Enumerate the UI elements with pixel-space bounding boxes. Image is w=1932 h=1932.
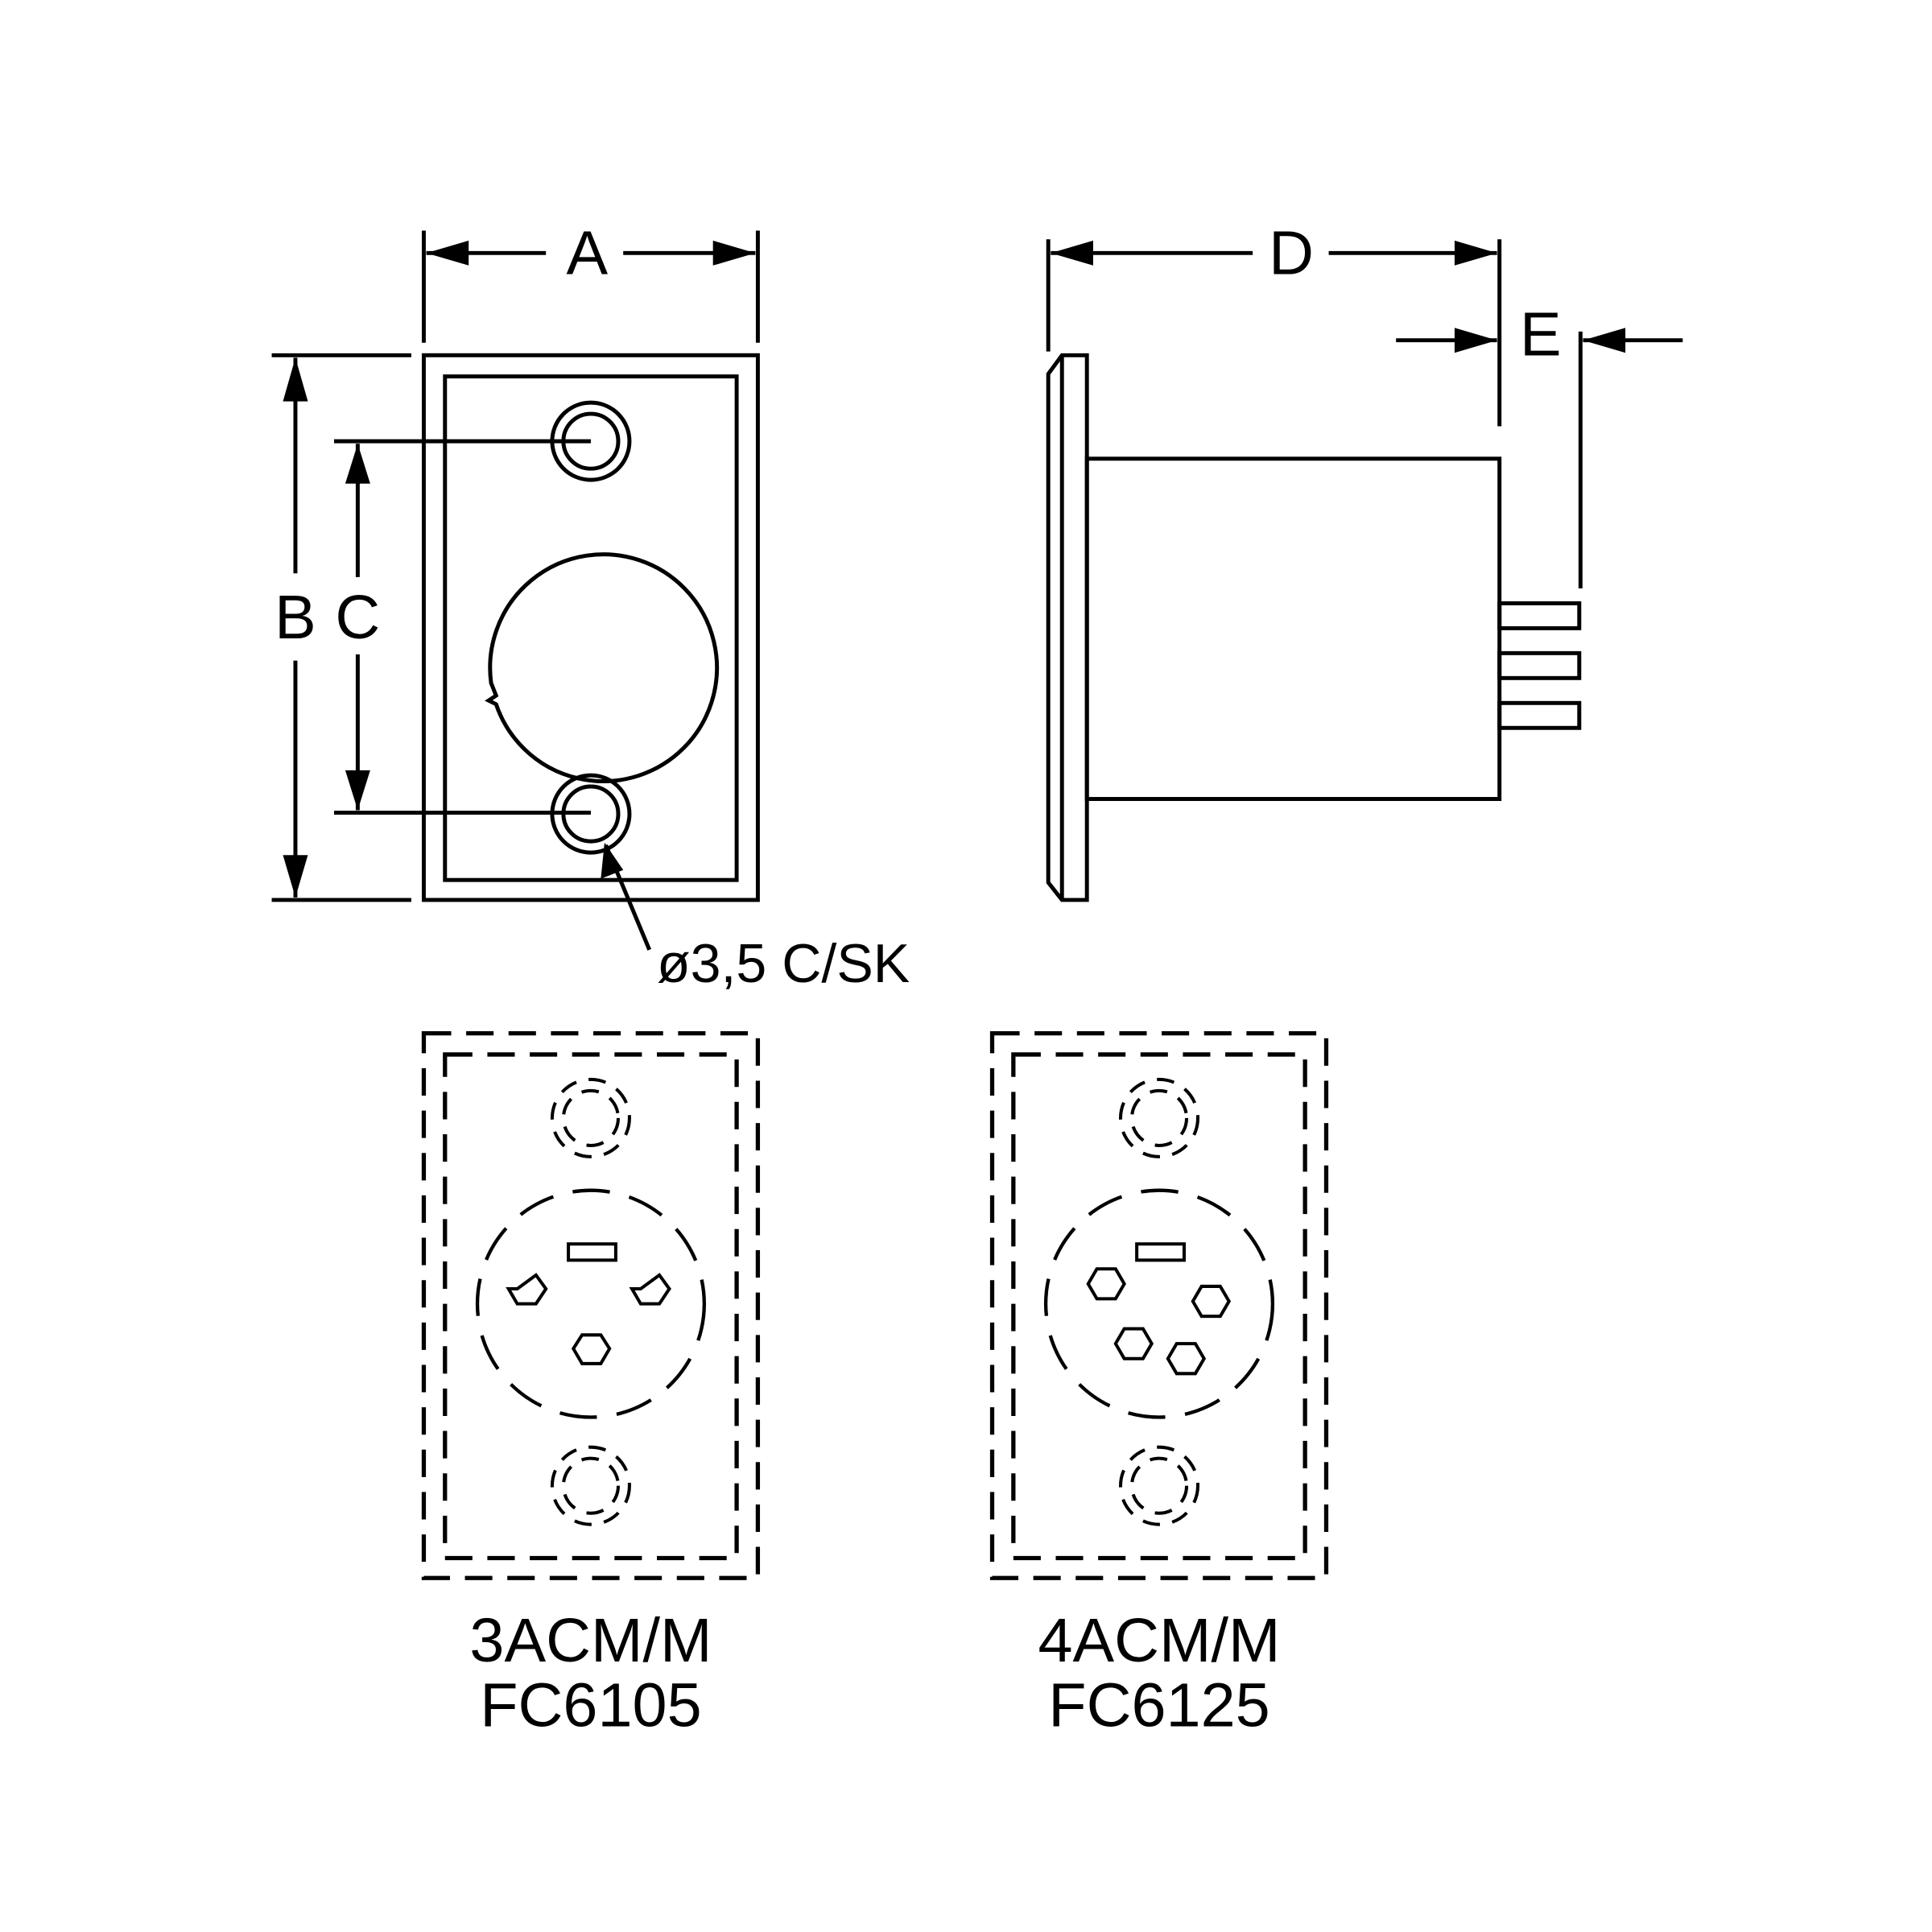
side-flange [1046,353,1089,902]
variant-4pin-model: 4ACM/M [1038,1606,1280,1675]
label-b: B [275,583,316,652]
variant-4pin-plate-outer [989,1030,1329,1580]
variant-3pin-latch-key [567,1242,617,1262]
hole-note-text: ø3,5 C/SK [657,933,910,994]
connector-opening [485,552,720,783]
mounting-hole-top [550,400,632,482]
variant-3pin-connector-outline [475,1188,707,1419]
side-view: D E [1046,219,1683,902]
variant-3pin-code: FC6105 [480,1671,701,1740]
variant-4pin-connector-outline [1043,1188,1275,1419]
dimension-d: D [1046,219,1502,427]
variant-3pin: 3ACM/M FC6105 [421,1030,761,1740]
variant-3pin-hole-top [550,1077,631,1158]
variant-4pin-pin-3 [1113,1327,1154,1360]
dimension-e: E [1396,299,1683,588]
dimension-b: B [271,353,411,902]
label-d: D [1269,219,1314,288]
mounting-hole-bottom [550,773,632,855]
variant-4pin-pin-2 [1191,1284,1232,1319]
variant-3pin-plate-inner [443,1052,739,1561]
variant-4pin: 4ACM/M FC6125 [989,1030,1329,1740]
variant-4pin-hole-top [1118,1077,1200,1158]
variant-3pin-model: 3ACM/M [469,1606,712,1675]
label-e: E [1520,299,1562,369]
side-body [1084,456,1502,801]
variant-3pin-pin-3 [571,1333,612,1365]
variant-3pin-hole-bottom [550,1445,631,1526]
variant-3pin-pin-1 [506,1273,548,1306]
variant-4pin-pin-1 [1086,1267,1126,1301]
front-view: A B C [271,219,910,994]
solder-pin-1 [1497,601,1582,630]
variant-4pin-latch-key [1135,1242,1186,1262]
variant-4pin-hole-bottom [1118,1445,1200,1526]
solder-pin-2 [1497,650,1582,680]
variant-4pin-code: FC6125 [1048,1671,1269,1740]
hole-note: ø3,5 C/SK [601,842,910,994]
front-plate-outer [421,353,760,902]
dimension-c: C [333,439,591,815]
solder-pin-3 [1497,700,1582,730]
variant-4pin-pin-4 [1166,1342,1207,1376]
label-a: A [566,219,608,288]
variant-3pin-pin-2 [629,1273,671,1306]
variant-3pin-plate-outer [421,1030,761,1580]
dimension-a: A [421,219,760,343]
label-c: C [335,583,380,652]
variant-4pin-plate-inner [1011,1052,1307,1561]
front-plate-inner [443,374,739,882]
